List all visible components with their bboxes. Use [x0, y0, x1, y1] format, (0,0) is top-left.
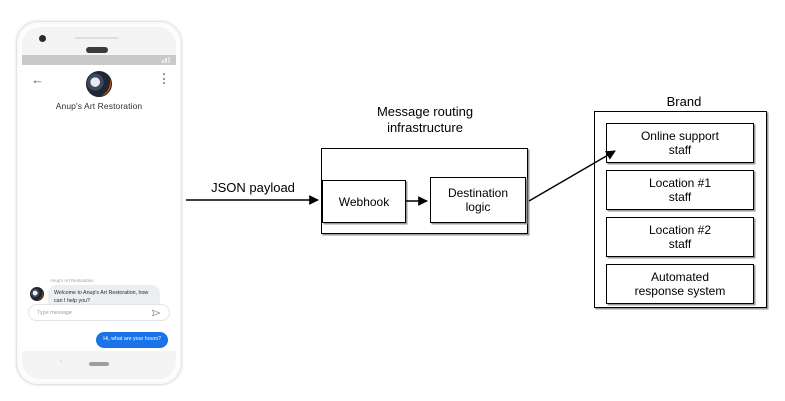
- message-input[interactable]: Type message: [37, 309, 73, 316]
- nav-home-pill-icon[interactable]: [89, 362, 109, 366]
- nav-back-icon[interactable]: ‹: [60, 359, 62, 365]
- overflow-menu-icon[interactable]: [163, 73, 166, 86]
- messaging-app-screen: ← Anup's Art Restoration Anup's Art Rest…: [22, 65, 176, 355]
- brand-recipient-location-2[interactable]: Location #2 staff: [606, 217, 754, 257]
- incoming-sender-label: Anup's Art Restoration: [50, 278, 94, 283]
- outgoing-bubble: Hi, what are your hours?: [96, 332, 168, 348]
- webhook-box[interactable]: Webhook: [322, 180, 406, 223]
- signal-bars-icon: [162, 57, 170, 63]
- phone-top-bezel: [22, 27, 176, 55]
- status-bar: [22, 55, 176, 65]
- android-nav-bar: ‹: [22, 351, 176, 379]
- destination-logic-box[interactable]: Destination logic: [430, 177, 526, 223]
- brand-container: [594, 111, 767, 308]
- brand-title: Brand: [666, 94, 702, 109]
- back-arrow-icon[interactable]: ←: [31, 72, 44, 87]
- chat-thread: Anup's Art Restoration Welcome to Anup's…: [22, 123, 176, 355]
- front-camera-icon: [39, 35, 46, 42]
- json-payload-label: JSON payload: [211, 180, 295, 195]
- brand-recipient-automated[interactable]: Automated response system: [606, 264, 754, 304]
- infrastructure-title: Message routing infrastructure: [376, 104, 474, 135]
- infrastructure-container: [321, 148, 528, 234]
- brand-name-title: Anup's Art Restoration: [55, 101, 143, 111]
- app-bar: ← Anup's Art Restoration: [22, 65, 176, 123]
- message-composer[interactable]: Type message: [28, 304, 170, 321]
- brand-recipient-location-1[interactable]: Location #1 staff: [606, 170, 754, 210]
- earpiece-speaker: [86, 47, 108, 53]
- phone-mockup: ← Anup's Art Restoration Anup's Art Rest…: [16, 21, 182, 385]
- brand-avatar: [86, 71, 112, 97]
- phone-screen: ← Anup's Art Restoration Anup's Art Rest…: [22, 27, 176, 379]
- send-icon[interactable]: [151, 308, 161, 318]
- brand-recipient-online-support[interactable]: Online support staff: [606, 123, 754, 163]
- avatar: [30, 287, 44, 301]
- earpiece-line: [75, 37, 119, 39]
